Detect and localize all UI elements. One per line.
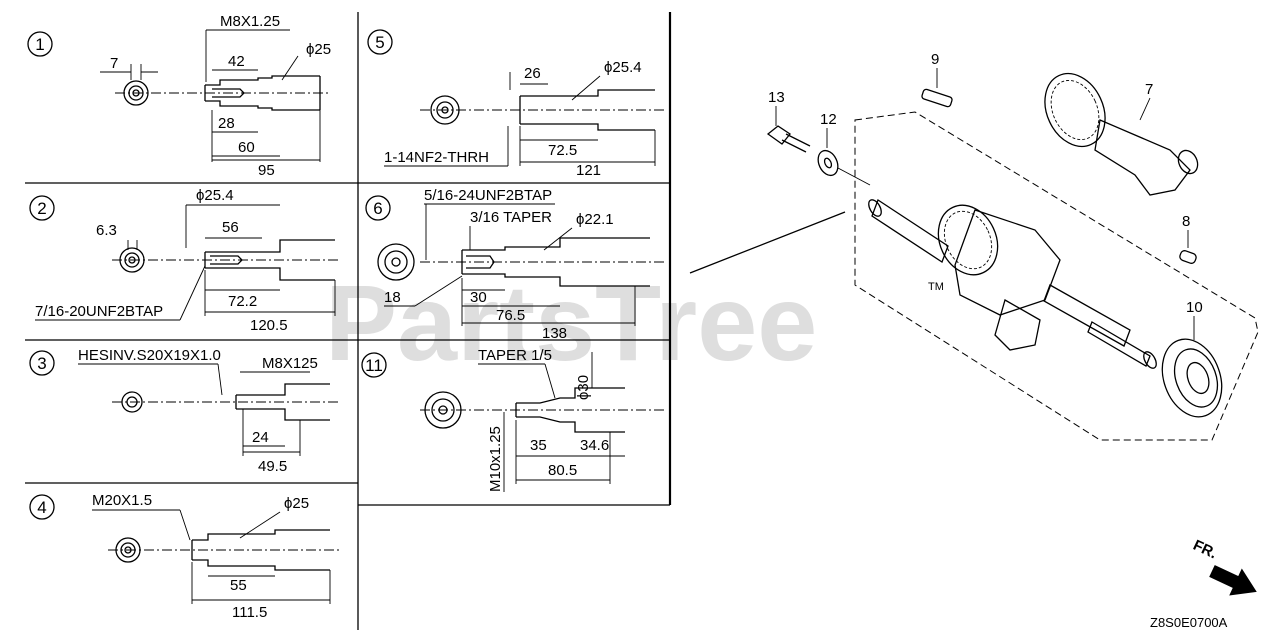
thread-label: 5/16-24UNF2BTAP xyxy=(424,187,552,204)
front-arrow: FR. xyxy=(1190,537,1257,596)
panel-number: 2 xyxy=(37,199,46,218)
panel-grid xyxy=(25,12,672,630)
crankshaft-pto xyxy=(1043,284,1131,347)
callout-number: 12 xyxy=(820,111,837,128)
dim-label: 60 xyxy=(238,139,255,156)
callout-number: 8 xyxy=(1182,213,1190,230)
thread-label: 1-14NF2-THRH xyxy=(384,149,489,166)
washer xyxy=(817,149,839,177)
dim-label: 6.3 xyxy=(96,222,117,239)
dim-label: 55 xyxy=(230,577,247,594)
crankshaft-nose xyxy=(871,199,949,263)
arrow-icon xyxy=(1209,565,1257,596)
dim-label: 35 xyxy=(530,437,547,454)
panel-number-circle xyxy=(27,31,53,57)
dim-label: 24 xyxy=(252,429,269,446)
dim-label: 30 xyxy=(470,289,487,306)
panel-11: 11 TAPER 1/5 ϕ30 M10x1.25 35 34.6 80.5 xyxy=(361,347,665,492)
bolt-head xyxy=(766,125,791,145)
watermark: PartsTree xyxy=(325,262,817,383)
panel-2: 2 6.3 ϕ25.4 56 72.2 7/16-20UNF2BTAP 120.… xyxy=(29,187,340,334)
callout-number: 10 xyxy=(1186,299,1203,316)
callout-number: 13 xyxy=(768,89,785,106)
dim-label: 56 xyxy=(222,219,239,236)
dowel-pin xyxy=(1179,250,1197,264)
panel-number: 6 xyxy=(373,199,382,218)
panel-4: 4 M20X1.5 ϕ25 55 111.5 xyxy=(29,492,340,621)
thread-label: M20X1.5 xyxy=(92,492,152,509)
panel-number: 11 xyxy=(365,356,383,375)
spline-label: HESINV.S20X19X1.0 xyxy=(78,347,221,364)
callout-number: 7 xyxy=(1145,81,1153,98)
woodruff-key xyxy=(921,88,953,108)
dia-label: ϕ25 xyxy=(284,495,309,512)
ball-bearing xyxy=(1161,338,1223,418)
thread-label: M10x1.25 xyxy=(487,426,504,492)
dim-label: 18 xyxy=(384,289,401,306)
dim-label: 72.2 xyxy=(228,293,257,310)
thread-label: M8X1.25 xyxy=(220,13,280,30)
dim-label: 76.5 xyxy=(496,307,525,324)
dim-label: 49.5 xyxy=(258,458,287,475)
trademark: TM xyxy=(928,281,944,293)
dim-label: 72.5 xyxy=(548,142,577,159)
panel-3: 3 HESINV.S20X19X1.0 M8X125 24 49.5 xyxy=(29,347,340,475)
dia-label: ϕ30 xyxy=(575,375,592,400)
thread-label: 7/16-20UNF2BTAP xyxy=(35,303,163,320)
camshaft-gear xyxy=(1044,72,1106,148)
panel-5: 5 26 ϕ25.4 72.5 1-14NF2-THRH 121 xyxy=(367,29,665,179)
crank-gear xyxy=(937,204,999,276)
dim-label: 111.5 xyxy=(232,604,267,621)
camshaft-body xyxy=(1094,119,1191,196)
taper-label: TAPER 1/5 xyxy=(478,347,552,364)
dia-label: ϕ25 xyxy=(306,41,331,58)
dim-label: 121 xyxy=(576,162,601,179)
dia-label: ϕ25.4 xyxy=(604,59,642,76)
taper-label: 3/16 TAPER xyxy=(470,209,552,226)
dia-label: ϕ25.4 xyxy=(196,187,234,204)
dim-label: 80.5 xyxy=(548,462,577,479)
dim-label: 28 xyxy=(218,115,235,132)
panel-6: 6 5/16-24UNF2BTAP 3/16 TAPER ϕ22.1 18 30… xyxy=(365,187,665,342)
thread-label: M8X125 xyxy=(262,355,318,372)
dim-label: 42 xyxy=(228,53,245,70)
panel-number: 4 xyxy=(37,498,46,517)
panel-number: 3 xyxy=(37,354,46,373)
dim-label: 95 xyxy=(258,162,275,179)
dim-label: 120.5 xyxy=(250,317,288,334)
crank-web xyxy=(954,209,1061,316)
dia-label: ϕ22.1 xyxy=(576,211,614,228)
panel-1: 1 7 M8X1.25 42 ϕ25 28 60 95 xyxy=(27,13,331,179)
panel-number: 1 xyxy=(35,35,44,54)
panel-number: 5 xyxy=(375,33,384,52)
callout-number: 9 xyxy=(931,51,939,68)
dim-label: 138 xyxy=(542,325,567,342)
dim-label: 34.6 xyxy=(580,437,609,454)
dim-label: 7 xyxy=(110,55,118,72)
exploded-view: 9 13 12 7 8 10 xyxy=(689,51,1259,441)
dim-label: 26 xyxy=(524,65,541,82)
drawing-code: Z8S0E0700A xyxy=(1150,615,1228,630)
front-label: FR. xyxy=(1190,537,1219,563)
